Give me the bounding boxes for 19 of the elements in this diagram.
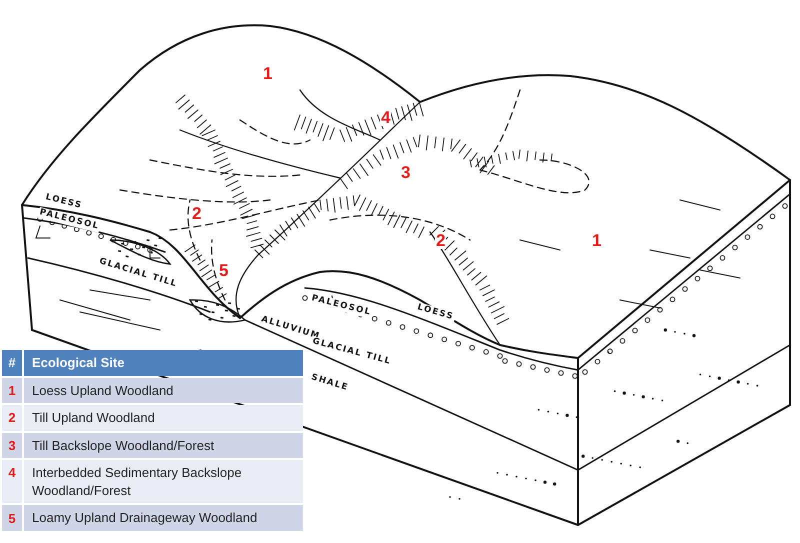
column-heading: Ecological Site bbox=[31, 354, 126, 372]
site-number: 5 bbox=[2, 505, 24, 531]
site-number: 2 bbox=[2, 405, 24, 431]
site-name: Loess Upland Woodland bbox=[31, 382, 174, 400]
site-number: 4 bbox=[380, 109, 392, 126]
site-name: Loamy Upland Drainageway Woodland bbox=[31, 509, 258, 528]
site-number: 2 bbox=[191, 205, 202, 222]
site-number: 2 bbox=[435, 232, 446, 249]
site-number: 5 bbox=[218, 262, 230, 279]
site-number: 3 bbox=[400, 164, 412, 181]
site-number: 4 bbox=[2, 460, 24, 504]
site-number: 1 bbox=[591, 232, 602, 249]
site-name: Interbedded Sedimentary Backslope Woodland/Forest bbox=[31, 464, 243, 500]
site-number: 1 bbox=[262, 65, 274, 82]
site-name: Till Upland Woodland bbox=[31, 409, 156, 428]
site-number: 3 bbox=[2, 432, 24, 458]
column-heading: # bbox=[2, 350, 24, 376]
site-name: Till Backslope Woodland/Forest bbox=[31, 436, 216, 455]
site-number: 1 bbox=[2, 378, 24, 404]
